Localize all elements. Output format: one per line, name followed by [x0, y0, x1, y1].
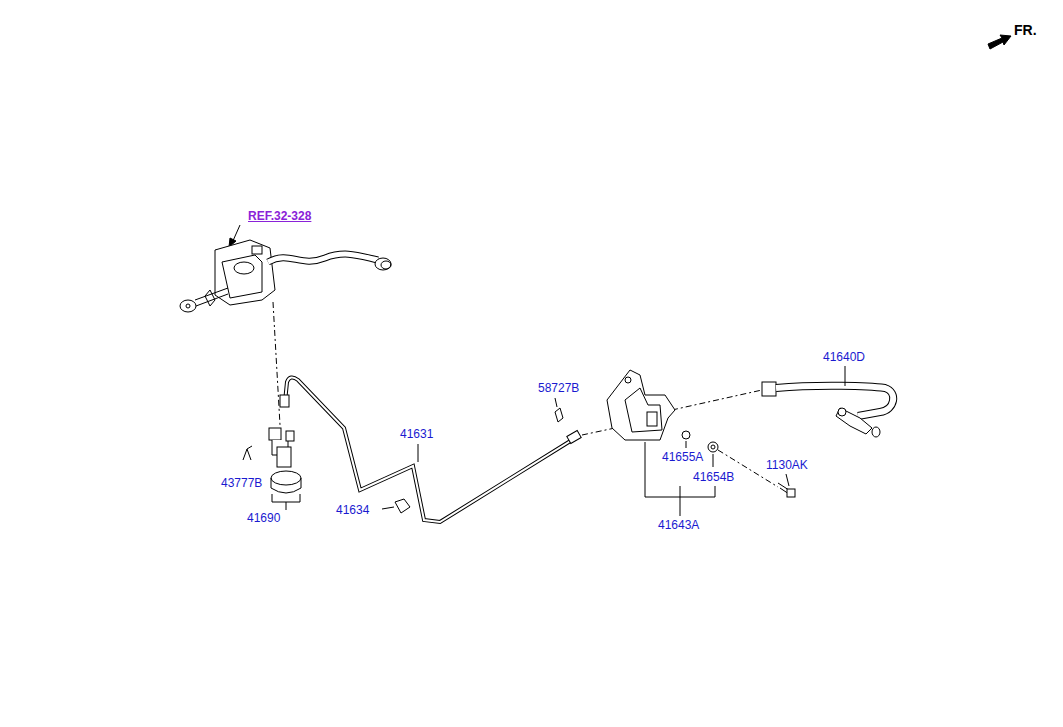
- callout-number: 41631: [399, 427, 434, 441]
- callout-number: 58727B: [537, 381, 580, 395]
- callout-number: 41690: [246, 511, 281, 525]
- reference-number: REF.32-328: [247, 209, 312, 223]
- callout-number: 43777B: [220, 476, 263, 490]
- callout-number: 41640D: [822, 350, 866, 364]
- callout-number: 41655A: [661, 450, 704, 464]
- callout-number: 41654B: [692, 470, 735, 484]
- callout-number: 1130AK: [765, 458, 809, 472]
- callout-number: 41643A: [657, 518, 700, 532]
- callout-number: 41634: [335, 503, 370, 517]
- parts-drawing: [180, 35, 1011, 522]
- front-direction-mark: FR.: [1013, 22, 1038, 38]
